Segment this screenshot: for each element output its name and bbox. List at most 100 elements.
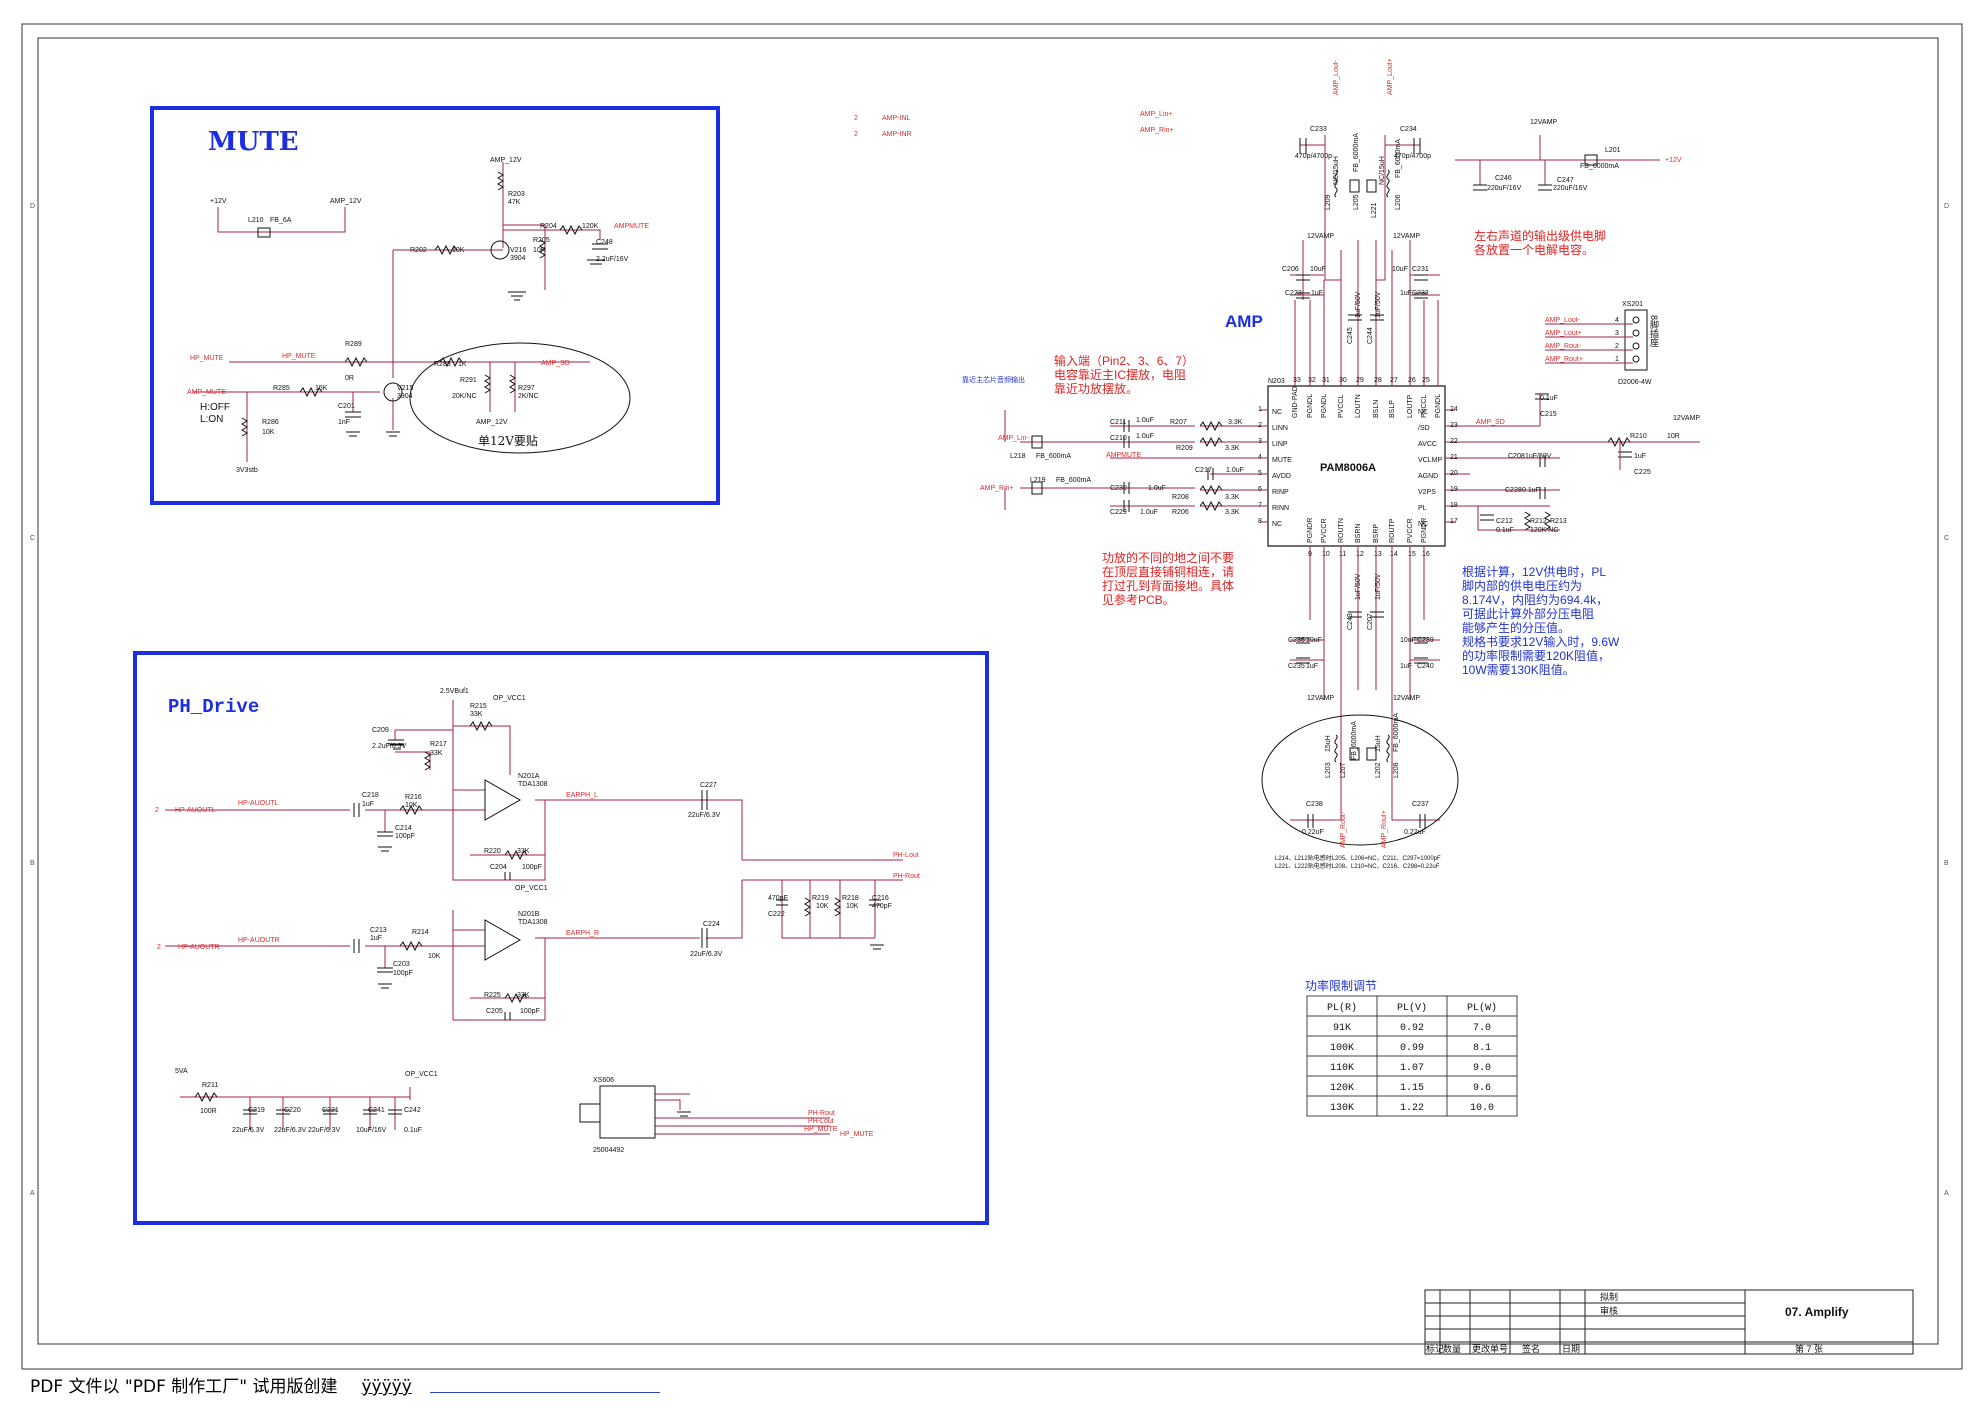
part-c218-value: 1uF [362,801,374,808]
part-r204-value: 120K [582,223,599,230]
part-c233: C233 [1310,126,1327,133]
part-r218: R218 [842,895,859,902]
part-c220-value: 22uF/6.3V [274,1127,307,1134]
mute-parts [241,171,608,437]
xs201-pin-net: AMP_Lout+ [1545,330,1582,337]
note-ground-1: 功放的不同的地之间不要 [1102,550,1234,565]
part-r205-value: 10K [533,247,546,254]
part-c232-value: 1uF [1400,290,1412,297]
part-c219-value: 22uF/6.3V [232,1127,265,1134]
part-c208: C208 [1508,453,1525,460]
part-r291: R291 [460,377,477,384]
power-table-cell: 8.1 [1473,1043,1491,1054]
part-r219: R219 [812,895,829,902]
part-c228: C228 [1505,487,1522,494]
amp-left-pin-name: LINP [1272,441,1288,448]
phdrive-parts [194,720,884,1139]
amp-top-pin-num: 31 [1322,377,1330,384]
part-l209: L209 [1325,194,1332,210]
net-ph-rout: PH-Rout [893,873,920,880]
part-c223: C223 [1285,290,1302,297]
power-table-cell: 1.15 [1400,1083,1424,1094]
part-c201: C201 [338,403,355,410]
part-c227-value: 22uF/6.3V [688,812,721,819]
title-col-date: 日期 [1562,1344,1580,1354]
title-block [1424,1289,1914,1355]
amp-bottom-pin-name: PVCCR [1407,518,1414,543]
part-r209: R209 [1176,445,1193,452]
phdrive-frame [133,651,989,1225]
part-c225-value: 1uF [1634,453,1646,460]
part-r207: R207 [1170,419,1187,426]
amp-top-pin-num: 30 [1339,377,1347,384]
part-c239-value: 10uF [1400,637,1416,644]
amp-right-pin-name: NC [1418,409,1428,416]
bom-note-2: L221、L222贴电感时L208、L210=NC，C216、C298=0.22… [1275,862,1440,870]
net-amp-rin-in: AMP_Rin+ [980,485,1014,492]
part-l221-value: NC/15uH [1379,156,1386,185]
part-c208-value: 1uF/50V [1525,453,1552,460]
amp-top-pin-name: BSLN [1373,400,1380,418]
mute-callout-ellipse [409,342,631,454]
net-5va: 5VA [175,1068,188,1075]
part-c239: C239 [1417,637,1434,644]
part-c207-value: 1uF/50V [1375,573,1382,600]
part-c216-value: 470pF [872,903,892,910]
part-r288-value: 1K [458,361,467,368]
amp-right-pin-name: VCLMP [1418,457,1442,464]
note-pl-4: 可据此计算外部分压电阻 [1462,606,1594,621]
part-xs606-value: 25004492 [593,1147,624,1154]
part-c204: C204 [490,864,507,871]
xs201-part: D2006-4W [1618,379,1652,386]
power-table-cell: 1.22 [1400,1103,1424,1114]
part-c240: C240 [1417,663,1434,670]
part-l218: L218 [1010,453,1026,460]
amp-top-pin-name: PGNDL [1307,394,1314,418]
part-r225-value: 33K [517,992,530,999]
power-table-title: 功率限制调节 [1305,978,1377,993]
amp-top-pin-name: PGNDL [1435,394,1442,418]
part-l202: L202 [1375,762,1382,778]
part-c246-value: 220uF/16V [1487,185,1522,192]
net-amp-sd-chip: AMP_SD [1476,419,1505,426]
part-c230-value: 1.0uF [1148,485,1166,492]
xs201-pin-net: AMP_Rout- [1545,343,1582,350]
power-table-cell: 9.6 [1473,1083,1491,1094]
note-pl-5: 能够产生的分压值。 [1462,620,1570,635]
xs201-pin-net: AMP_Rout+ [1545,356,1583,363]
net-12vamp-f: 12VAMP [1393,695,1420,702]
note-ground-4: 见参考PCB。 [1102,592,1175,607]
part-l206-value: FB_6000mA [1395,139,1402,178]
amp-left-pin-num: 7 [1258,502,1262,509]
part-l205: L205 [1353,194,1360,210]
power-table-cell: 110K [1330,1063,1354,1074]
part-c240-value: 1uF [1400,663,1412,670]
net-hp-auoutr-src: HP-AUOUTR [178,944,220,951]
part-v216: V216 [510,247,526,254]
part-c241: C241 [368,1107,385,1114]
amp-top-pin-name: LOUTP [1407,394,1414,418]
amp-right-pin-num: 24 [1450,406,1458,413]
part-n201b-value: TDA1308 [518,919,548,926]
part-c223-value: 1uF [1311,290,1323,297]
amp-top-pin-name: PVCCL [1421,395,1428,418]
part-c242: C242 [404,1107,421,1114]
part-c214: C214 [395,825,412,832]
zone-left-a: A [30,1190,35,1197]
part-c238-value: 0.22uF [1302,829,1324,836]
part-c238: C238 [1306,801,1323,808]
part-l219-value: FB_600mA [1056,477,1091,484]
net-amp-mute-src: AMP_MUTE [187,389,226,396]
net-hp-auoutl: HP-AUOUTL [238,800,279,807]
part-c237: C237 [1412,801,1429,808]
part-c236: C236 [1288,637,1305,644]
part-l219: L219 [1030,477,1046,484]
net-2v5buf: 2.5VBuf1 [440,688,469,695]
amp-title: AMP [1225,312,1263,331]
part-r219-value: 10K [816,903,829,910]
amp-top-pin-num: 26 [1408,377,1416,384]
sheet-title: 07. Amplify [1785,1305,1849,1319]
part-l203: L203 [1325,762,1332,778]
